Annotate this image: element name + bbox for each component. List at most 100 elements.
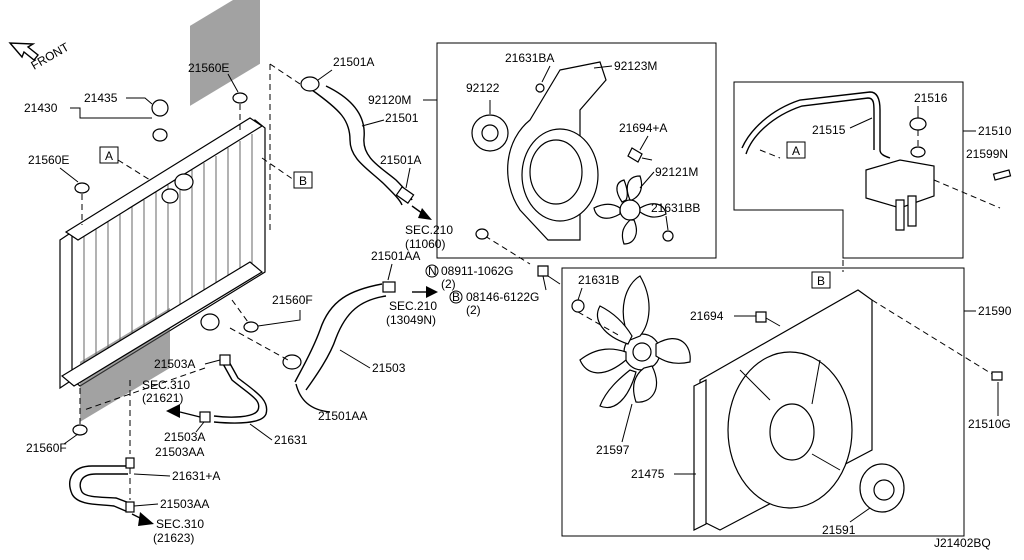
condenser-fan-blade-92121m	[593, 175, 667, 245]
reservoir-bracket-21599n	[992, 169, 1012, 181]
label-21501: 21501	[385, 111, 419, 125]
grommet-21560f-right	[243, 321, 259, 333]
clamp-21503aa-lower	[125, 501, 135, 513]
ref-box-a-left: A	[99, 146, 151, 181]
grommet-21560e-left	[74, 182, 90, 194]
label-21631a: 21631+A	[172, 469, 220, 483]
sec310a-label: SEC.310	[142, 378, 190, 392]
bolt-b-symbol	[449, 290, 463, 304]
label-21515: 21515	[812, 123, 846, 137]
hose-clamp-21501aa-bottom	[282, 354, 302, 370]
reservoir-tank-21510	[865, 159, 935, 209]
sub-hose-21631a	[69, 457, 154, 526]
label-21560f-bottom: 21560F	[26, 441, 67, 455]
grommet-21560e-top	[232, 92, 248, 104]
bolt-n-symbol	[425, 264, 439, 278]
bolt-21510g	[991, 371, 1003, 381]
sec210a-label: SEC.210	[405, 223, 453, 237]
label-21503a-top: 21503A	[154, 357, 195, 371]
clamp-21503aa-upper	[125, 457, 135, 469]
bolt-21694	[755, 311, 767, 323]
label-21435: 21435	[84, 91, 118, 105]
sec310b-number: (21623)	[153, 531, 194, 545]
sec210a-number: (11060)	[405, 237, 445, 251]
radiator-fins	[80, 0, 260, 422]
condenser-fan-frame	[436, 42, 717, 259]
label-21560e-left: 21560E	[28, 153, 69, 167]
reservoir-cap-21516	[909, 117, 927, 131]
grommet-21560f-bottom	[72, 424, 88, 436]
svg-text:B: B	[817, 274, 825, 288]
main-fan-box: B	[561, 267, 1003, 537]
hose-clamp-21501aa-top	[382, 281, 396, 293]
label-92122: 92122	[466, 81, 500, 95]
svg-text:B: B	[452, 290, 460, 304]
nut-21631ba	[535, 83, 545, 93]
bolt-b-qty: (2)	[466, 303, 481, 317]
label-21501aa-bottom: 21501AA	[318, 409, 367, 423]
label-21597: 21597	[596, 443, 630, 457]
upper-hose-outlet	[174, 173, 194, 191]
label-21503: 21503	[372, 361, 406, 375]
main-fan-hub-opening	[769, 403, 815, 461]
svg-text:B: B	[299, 174, 307, 188]
hose-clamp-21501a-mid	[395, 186, 415, 204]
label-21501a-top: 21501A	[333, 55, 374, 69]
label-21430: 21430	[24, 101, 58, 115]
arrow-to-sec310b-icon	[138, 512, 154, 526]
label-21560e-top: 21560E	[188, 61, 229, 75]
svg-text:A: A	[792, 144, 800, 158]
label-21475: 21475	[631, 467, 665, 481]
lower-hose-outlet	[200, 313, 220, 331]
arrow-to-sec210b-icon	[426, 286, 438, 298]
label-21510g: 21510G	[968, 417, 1011, 431]
sub-hose-21631	[166, 354, 268, 424]
ref-box-b-right	[811, 271, 831, 289]
radiator-filler-neck	[152, 128, 168, 142]
bolt-n-qty: (2)	[441, 277, 456, 291]
reservoir-box: A	[733, 81, 1012, 259]
label-21631ba: 21631BA	[505, 51, 554, 65]
hose-clamp-21501a-top	[300, 76, 320, 92]
label-21694a: 21694+A	[619, 121, 667, 135]
bolt-b-code: 08146-6122G	[466, 290, 539, 304]
bolt-icon	[537, 265, 549, 277]
label-21631bb: 21631BB	[651, 201, 700, 215]
main-fan-blade-21597	[579, 275, 691, 409]
condenser-fan-box	[423, 42, 717, 259]
label-21501aa-top: 21501AA	[371, 249, 420, 263]
nut-21631bb	[662, 230, 674, 242]
reservoir-cap	[910, 146, 926, 158]
bolt-callouts: N 08911-1062G (2) B 08146-6122G (2)	[425, 228, 561, 317]
radiator-top-tank	[64, 117, 264, 241]
sec310a-number: (21621)	[142, 391, 183, 405]
reservoir-frame	[733, 81, 964, 259]
label-92121m: 92121M	[655, 165, 698, 179]
front-label: FRONT	[29, 39, 72, 72]
arrow-to-sec210a-icon	[418, 208, 432, 220]
ref-box-a-right	[786, 141, 806, 159]
radiator-assembly	[59, 0, 266, 436]
upper-radiator-hose-21501	[300, 76, 432, 220]
ref-box-b-left: B	[261, 157, 313, 189]
bolt-n-code: 08911-1062G	[441, 264, 514, 278]
upper-hose-outlet-2	[161, 188, 179, 204]
main-fan-frame	[561, 267, 965, 537]
bolt-21694a	[627, 147, 643, 163]
label-21590: 21590	[978, 304, 1012, 318]
arrow-to-sec310a-icon	[166, 404, 180, 418]
sec210b-label: SEC.210	[389, 299, 437, 313]
label-21501a-mid: 21501A	[380, 153, 421, 167]
clamp-21503a-top	[219, 354, 231, 366]
label-21503aa-2: 21503AA	[160, 497, 209, 511]
label-21694: 21694	[690, 309, 724, 323]
label-21560f-right: 21560F	[272, 293, 313, 307]
condenser-fan-ring-inner	[529, 139, 583, 205]
label-92120m: 92120M	[368, 93, 411, 107]
lower-radiator-hose-21503	[229, 281, 438, 413]
label-21631b: 21631B	[578, 273, 619, 287]
svg-text:N: N	[428, 264, 437, 278]
sec210b-number: (13049N)	[386, 313, 436, 327]
label-21510: 21510	[978, 124, 1012, 138]
